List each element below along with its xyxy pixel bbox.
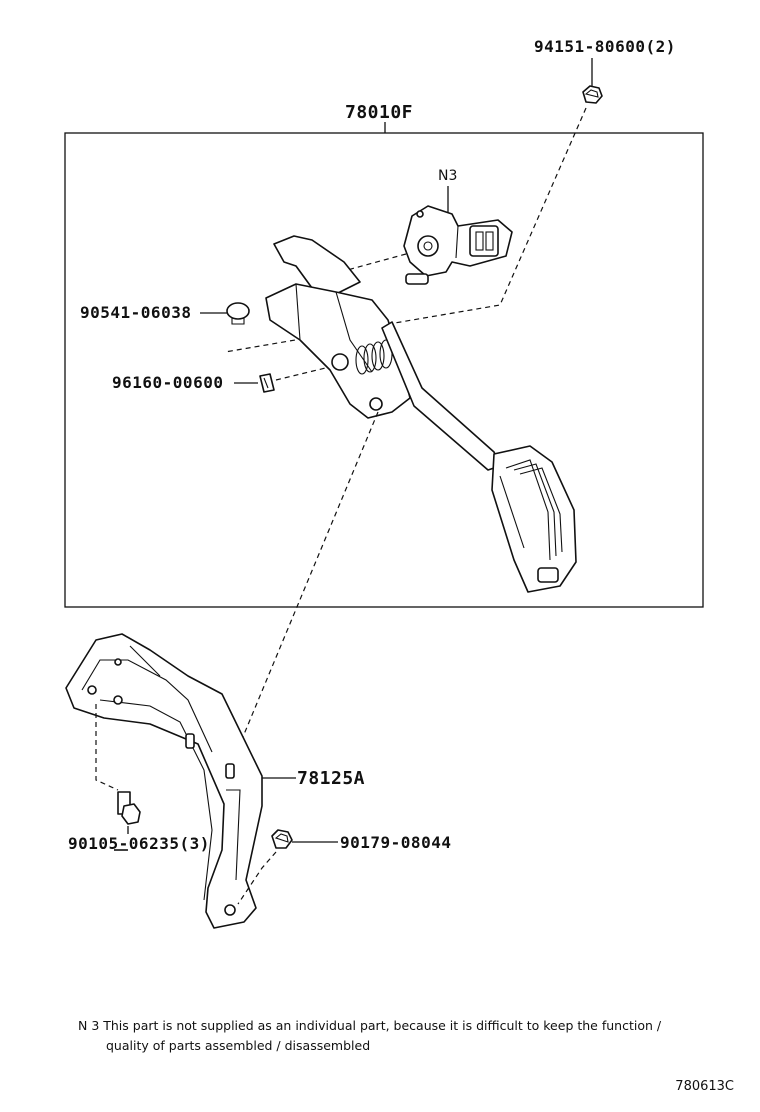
cushion-icon: [259, 373, 275, 393]
bolt-dashed-line: [95, 704, 119, 791]
clip-icon: [226, 302, 250, 325]
footnote-line-2: quality of parts assembled / disassemble…: [106, 1038, 371, 1053]
footnote: N 3 This part is not supplied as an indi…: [78, 1016, 728, 1056]
hex-nut-top-icon: [582, 85, 603, 104]
hex-nut-bottom-icon: [271, 829, 293, 849]
nut-top-label[interactable]: 94151-80600(2): [534, 37, 676, 56]
pedal-position-sensor-icon: [403, 205, 513, 285]
sensor-note-label[interactable]: N3: [438, 168, 457, 184]
bracket-label[interactable]: 78125A: [297, 768, 365, 789]
cushion-label[interactable]: 96160-00600: [112, 373, 223, 392]
assembly-label[interactable]: 78010F: [345, 102, 413, 123]
pedal-bracket-icon: [65, 633, 263, 929]
housing-to-bracket-dashed-line: [229, 411, 379, 769]
clip-label[interactable]: 90541-06038: [80, 303, 191, 322]
accelerator-pedal-icon: [265, 235, 577, 593]
nut-bottom-dashed-line: [237, 851, 277, 905]
bolt-label[interactable]: 90105-06235(3): [68, 834, 210, 853]
assembly-box: [64, 132, 704, 608]
sensor-dashed-line: [339, 253, 407, 273]
diagram-code: 780613C: [675, 1079, 734, 1094]
nut-bottom-label[interactable]: 90179-08044: [340, 833, 451, 852]
footnote-line-1: N 3 This part is not supplied as an indi…: [78, 1018, 662, 1033]
bolt-icon: [114, 791, 141, 851]
